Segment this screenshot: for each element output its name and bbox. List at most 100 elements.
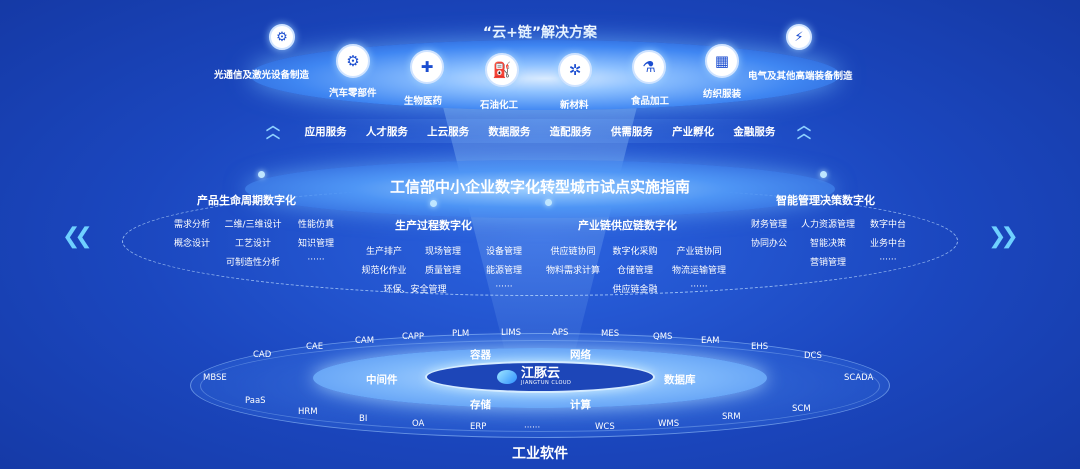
product-item: 需求分析: [173, 220, 210, 230]
service-item: 造配服务: [549, 125, 592, 138]
biomedicine-icon: ✚: [410, 50, 444, 84]
service-item: 金融服务: [733, 125, 776, 138]
logo-subtext: JIANGTUN CLOUD: [521, 380, 572, 386]
software-label: ERP: [470, 422, 487, 432]
right-industry-label: 电气及其他高端装备制造: [748, 71, 853, 82]
food-processing-icon: ⚗: [632, 50, 666, 84]
production-item: 设备管理: [485, 247, 522, 257]
product-item: 概念设计: [173, 239, 210, 249]
supply-item: 数字化采购: [612, 247, 658, 257]
decision-item: 智能决策: [809, 239, 846, 249]
production-items: 生产排产 现场管理 设备管理 规范化作业 质量管理 能源管理 环保、安全管理 ·…: [360, 244, 530, 295]
software-label: APS: [552, 328, 569, 338]
guide-title: 工信部中小企业数字化转型城市试点实施指南: [389, 178, 690, 196]
supply-item: 仓储管理: [616, 266, 653, 276]
product-item: [170, 255, 214, 268]
industrial-software-ring: [200, 340, 880, 432]
industry-label-textile: 纺织服装: [703, 89, 742, 100]
software-label: DCS: [804, 351, 822, 361]
production-item: 生产排产: [365, 247, 402, 257]
software-label: QMS: [653, 332, 673, 342]
industry-label-food: 食品加工: [631, 96, 670, 107]
decision-item: 财务管理: [750, 220, 787, 230]
industry-label-material: 新材料: [560, 100, 589, 111]
decision-item: 业务中台: [869, 239, 906, 249]
section-title-supply: 产业链供应链数字化: [578, 219, 677, 232]
software-label: OA: [412, 419, 425, 429]
product-item: 知识管理: [297, 239, 334, 249]
solution-title: “云+链”解决方案: [482, 25, 598, 41]
software-label: CAPP: [402, 332, 425, 342]
electrical-equipment-icon: ⚡: [786, 24, 812, 50]
product-item: 二维/三维设计: [224, 220, 282, 230]
guide-disc: [245, 160, 835, 218]
software-label: PLM: [452, 329, 470, 339]
production-item: 能源管理: [485, 266, 522, 276]
software-label: EAM: [701, 336, 720, 346]
supply-item: 物流运输管理: [671, 266, 726, 276]
production-item: 规范化作业: [361, 266, 407, 276]
industrial-software-title: 工业软件: [512, 446, 568, 462]
service-item: 应用服务: [304, 125, 347, 138]
software-label: SRM: [722, 412, 741, 422]
left-up-chevron-icon: ︿︿: [266, 118, 280, 142]
new-material-icon: ✲: [558, 53, 592, 87]
auto-parts-icon: ⚙: [336, 44, 370, 78]
industry-label-petro: 石油化工: [480, 100, 519, 111]
node-dot: [820, 171, 827, 178]
production-item: 质量管理: [424, 266, 461, 276]
service-item: 数据服务: [488, 125, 531, 138]
production-item: ······: [495, 282, 513, 292]
decision-item: 营销管理: [809, 258, 846, 268]
software-label: WMS: [658, 419, 680, 429]
jiangtun-cloud-logo: 江豚云 JIANGTUN CLOUD: [497, 367, 571, 386]
label-container: 容器: [470, 349, 491, 361]
label-database: 数据库: [664, 374, 696, 386]
software-label: LIMS: [501, 328, 521, 338]
product-item: 工艺设计: [234, 239, 271, 249]
software-label: SCM: [792, 404, 811, 414]
production-item: 现场管理: [424, 247, 461, 257]
production-item: 环保、安全管理: [383, 285, 447, 295]
laser-equipment-icon: ⚙: [269, 24, 295, 50]
industry-label-auto: 汽车零部件: [329, 88, 377, 99]
supply-item: 供应链金融: [612, 285, 658, 295]
service-item: 上云服务: [427, 125, 470, 138]
left-chevron-icon: ❮❮: [62, 224, 93, 249]
cloud-logo-icon: [497, 369, 517, 384]
services-bar: 应用服务 人才服务 上云服务 数据服务 造配服务 供需服务 产业孵化 金融服务: [295, 119, 785, 143]
decision-item: [749, 255, 789, 268]
supply-item: 物料需求计算: [546, 266, 601, 276]
software-label: EHS: [751, 342, 769, 352]
decision-item: 协同办公: [750, 239, 787, 249]
software-label: ······: [524, 423, 541, 433]
decision-item: 人力资源管理: [800, 220, 855, 230]
node-dot: [430, 200, 437, 207]
product-items: 需求分析 二维/三维设计 性能仿真 概念设计 工艺设计 知识管理 可制造性分析 …: [170, 217, 340, 268]
decision-item: ······: [879, 255, 897, 265]
label-compute: 计算: [570, 399, 591, 411]
software-label: SCADA: [844, 373, 874, 383]
section-title-decision: 智能管理决策数字化: [776, 194, 875, 207]
supply-items: 供应链协同 数字化采购 产业链协同 物料需求计算 仓储管理 物流运输管理 供应链…: [546, 244, 728, 295]
left-industry-label: 光通信及激光设备制造: [214, 70, 310, 81]
label-network: 网络: [570, 349, 591, 361]
industry-label-bio: 生物医药: [404, 96, 443, 107]
right-chevron-icon: ❯❯: [988, 224, 1019, 249]
software-label: PaaS: [245, 396, 266, 406]
section-title-product: 产品生命周期数字化: [197, 194, 296, 207]
product-item: 性能仿真: [297, 220, 334, 230]
supply-item: 供应链协同: [550, 247, 596, 257]
node-dot: [258, 171, 265, 178]
supply-item: ······: [690, 282, 708, 292]
petrochemical-icon: ⛽: [485, 53, 519, 87]
supply-item: 产业链协同: [676, 247, 722, 257]
software-label: CAE: [306, 342, 324, 352]
right-up-chevron-icon: ︿︿: [797, 118, 811, 142]
section-title-production: 生产过程数字化: [395, 219, 472, 232]
software-label: WCS: [595, 422, 615, 432]
software-label: HRM: [298, 407, 318, 417]
software-label: BI: [359, 414, 368, 424]
decision-items: 财务管理 人力资源管理 数字中台 协同办公 智能决策 业务中台 营销管理 ···…: [749, 217, 909, 268]
